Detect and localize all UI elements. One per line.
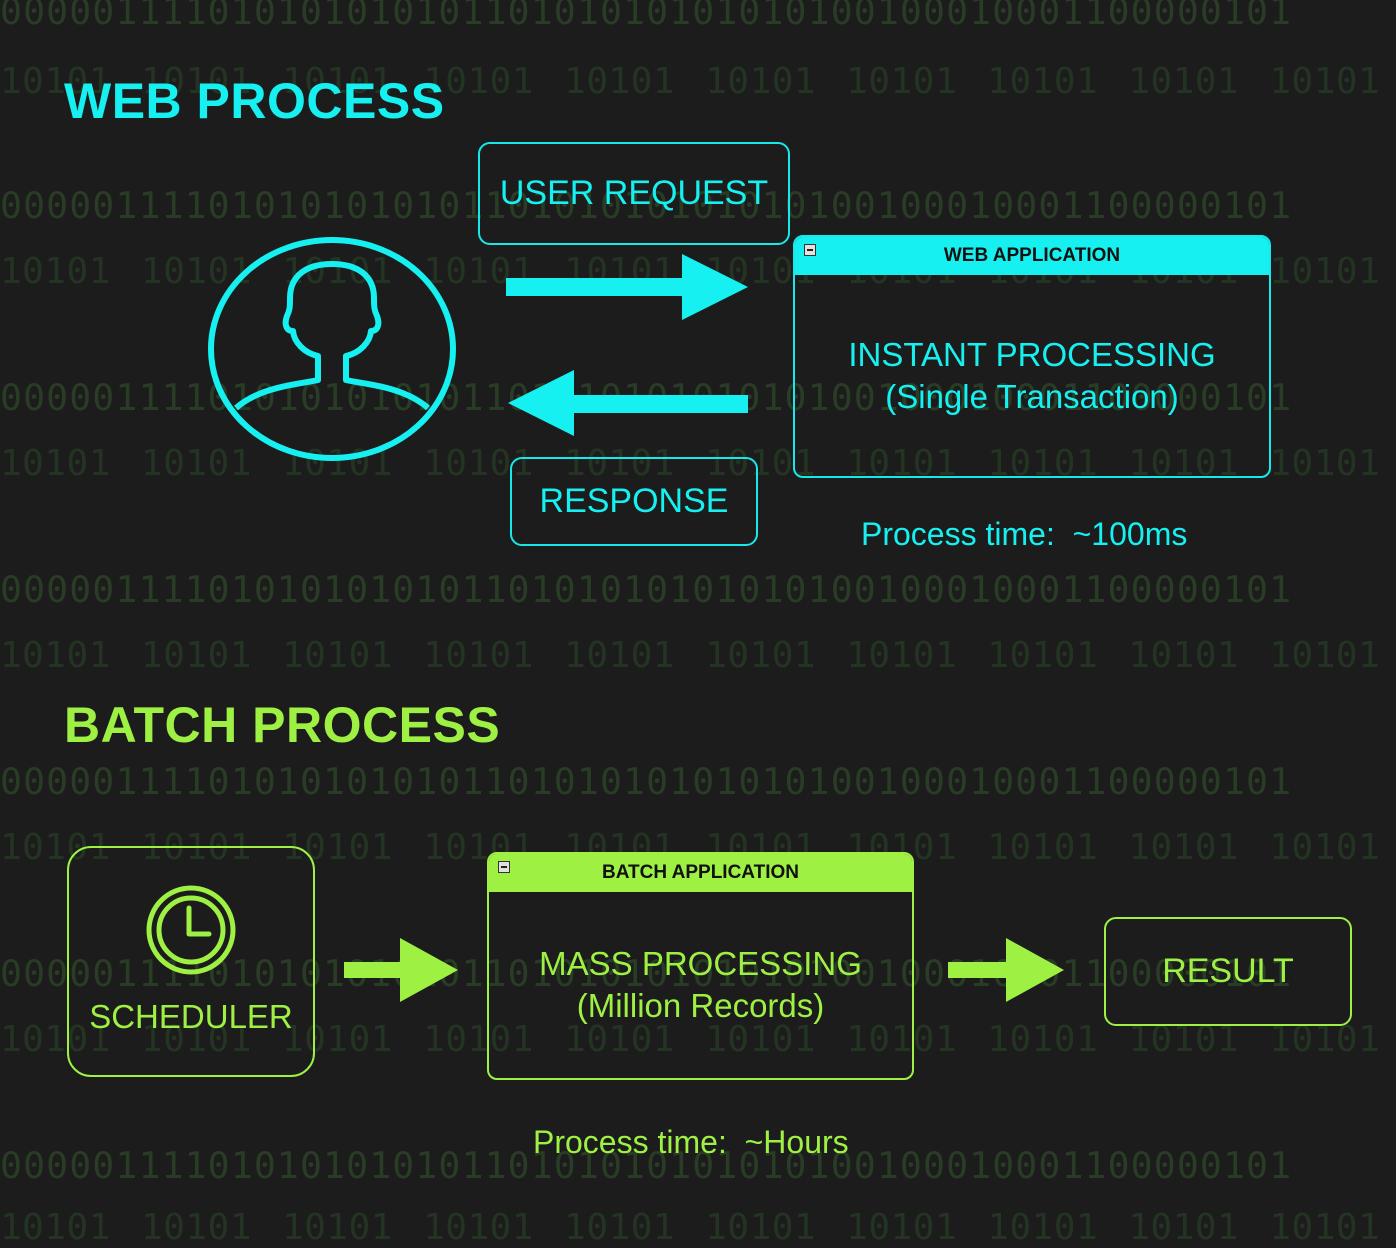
batch-application-body: MASS PROCESSING (Million Records) <box>489 892 912 1078</box>
web-process-time: Process time: ~100ms <box>861 516 1188 552</box>
result-label: RESULT <box>1162 952 1294 990</box>
user-request-label-box: USER REQUEST <box>478 142 790 245</box>
arrow-right-icon <box>344 938 458 1002</box>
web-application-header: WEB APPLICATION <box>795 237 1269 275</box>
instant-processing-label: INSTANT PROCESSING <box>848 335 1216 373</box>
million-records-label: (Million Records) <box>576 987 825 1024</box>
user-request-label: USER REQUEST <box>499 174 769 212</box>
batch-process-title: BATCH PROCESS <box>64 697 501 753</box>
batch-application-window: BATCH APPLICATION MASS PROCESSING (Milli… <box>487 852 914 1080</box>
arrow-right-icon <box>948 938 1064 1002</box>
minimize-icon[interactable] <box>804 244 816 256</box>
batch-process-time: Process time: ~Hours <box>533 1124 849 1160</box>
minimize-icon[interactable] <box>498 861 510 873</box>
web-application-title: WEB APPLICATION <box>943 245 1121 266</box>
batch-application-title: BATCH APPLICATION <box>601 862 800 883</box>
scheduler-label: SCHEDULER <box>89 997 293 1035</box>
arrow-right-icon <box>506 254 748 320</box>
scheduler-box: SCHEDULER <box>67 846 315 1077</box>
response-label-box: RESPONSE <box>510 457 758 546</box>
binary-background-row: 0000011110101010101011010101010101010010… <box>0 0 1293 32</box>
single-transaction-label: (Single Transaction) <box>885 377 1179 415</box>
result-box: RESULT <box>1104 917 1352 1026</box>
user-silhouette-icon <box>208 237 456 461</box>
binary-background-row: 0000011110101010101011010101010101010010… <box>0 570 1293 610</box>
web-application-window: WEB APPLICATION INSTANT PROCESSING (Sing… <box>793 235 1271 478</box>
web-application-body: INSTANT PROCESSING (Single Transaction) <box>795 275 1269 476</box>
batch-application-header: BATCH APPLICATION <box>489 854 912 892</box>
binary-background-row: 10101 10101 10101 10101 10101 10101 1010… <box>0 1208 1381 1248</box>
clock-icon <box>146 885 236 974</box>
response-label: RESPONSE <box>539 482 729 520</box>
binary-background-row: 10101 10101 10101 10101 10101 10101 1010… <box>0 636 1381 676</box>
arrow-left-icon <box>508 370 748 436</box>
web-process-title: WEB PROCESS <box>64 73 445 129</box>
mass-processing-label: MASS PROCESSING <box>539 945 862 982</box>
binary-background-row: 0000011110101010101011010101010101010010… <box>0 762 1293 802</box>
